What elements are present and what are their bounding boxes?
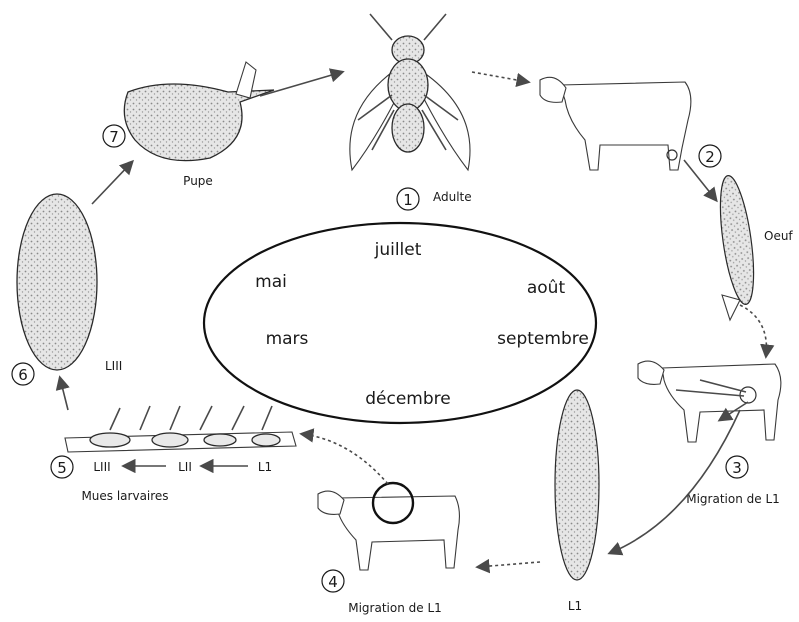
month-mars: mars — [266, 329, 309, 349]
label-oeuf: Oeuf — [764, 229, 793, 243]
cow-egg-laying-illustration — [540, 77, 691, 170]
label-l1-larva: L1 — [568, 599, 582, 613]
label-mues-larvaires: Mues larvaires — [81, 489, 168, 503]
arrow-adulte-to-cow — [472, 72, 528, 82]
step-number-6: 6 — [18, 366, 28, 384]
step-number-4: 4 — [328, 573, 338, 591]
arrow-pupe-to-adulte — [260, 72, 342, 96]
label-mue-liii: LIII — [93, 460, 110, 474]
pupa-illustration — [124, 62, 274, 161]
step-number-1: 1 — [403, 191, 413, 209]
adult-fly-illustration — [350, 14, 470, 170]
arrow-cow-to-l1 — [610, 410, 740, 553]
arrow-liii-to-pupe — [92, 162, 132, 204]
label-migration-l1-back: Migration de L1 — [348, 601, 442, 615]
step-number-7: 7 — [109, 128, 119, 146]
step-number-2: 2 — [705, 148, 715, 166]
cow-l1-back-illustration — [318, 483, 459, 570]
arrow-cow-to-mues — [302, 434, 388, 484]
step-number-3: 3 — [732, 459, 742, 477]
month-aout: août — [527, 278, 566, 298]
month-decembre: décembre — [365, 389, 450, 409]
larval-molts-illustration — [65, 406, 296, 452]
cow-migration-illustration — [638, 361, 781, 442]
month-septembre: septembre — [497, 329, 589, 349]
month-juillet: juillet — [374, 240, 422, 260]
arrow-l1-to-cow — [478, 562, 540, 567]
label-liii: LIII — [105, 359, 122, 373]
month-mai: mai — [255, 272, 287, 292]
arrow-mues-to-liii — [60, 378, 68, 410]
step-number-5: 5 — [57, 459, 67, 477]
arrow-oeuf-to-cow — [740, 305, 766, 356]
l1-larva-illustration — [555, 390, 599, 580]
label-mue-l1: L1 — [258, 460, 272, 474]
egg-illustration — [714, 174, 760, 320]
label-pupe: Pupe — [183, 174, 213, 188]
label-adulte: Adulte — [433, 190, 472, 204]
liii-larva-illustration — [17, 194, 97, 370]
label-migration-l1-cow: Migration de L1 — [686, 492, 780, 506]
label-mue-lii: LII — [178, 460, 192, 474]
